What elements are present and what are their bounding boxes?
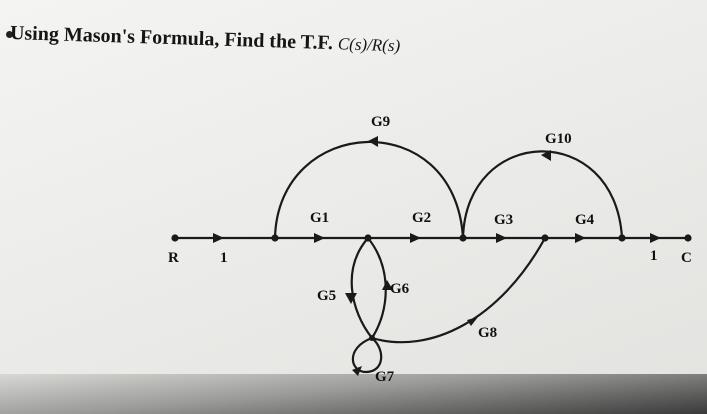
arrow-g3 [496,233,507,243]
arrow-g1 [314,233,325,243]
branch-g5 [350,237,373,339]
label-g8: G8 [478,325,497,341]
branch-g10 [461,150,624,239]
arrow-g4 [575,233,586,243]
arrow-g9 [368,136,378,147]
label-unity-input: 1 [220,250,228,266]
node-5 [618,234,626,242]
label-input: R [168,250,179,266]
arrow-output [650,233,661,243]
node-input [171,234,179,242]
arrow-g5 [345,293,357,304]
arrow-input [213,233,224,243]
label-unity-output: 1 [650,248,658,264]
label-g10: G10 [545,131,572,147]
node-1 [271,234,279,242]
arrow-g6 [382,280,393,290]
branch-g7 [351,336,383,374]
label-g7: G7 [375,369,395,385]
label-g3: G3 [494,212,513,228]
label-g9: G9 [371,114,390,130]
branch-g8 [371,237,546,344]
label-output: C [681,250,692,266]
arrow-g2 [410,233,421,243]
arrow-g10 [541,150,551,161]
node-4 [541,234,549,242]
label-g1: G1 [310,210,329,226]
node-6 [369,335,375,341]
label-g2: G2 [412,210,431,226]
node-3 [459,234,467,242]
label-g6: G6 [390,281,410,297]
bullet-icon [6,31,13,38]
arrow-g8 [467,317,478,326]
branch-g9 [273,140,465,239]
background-edge [0,374,707,414]
label-g4: G4 [575,212,595,228]
label-g5: G5 [317,288,336,304]
node-2 [364,234,372,242]
node-output [684,234,692,242]
arrow-g7 [352,366,362,376]
